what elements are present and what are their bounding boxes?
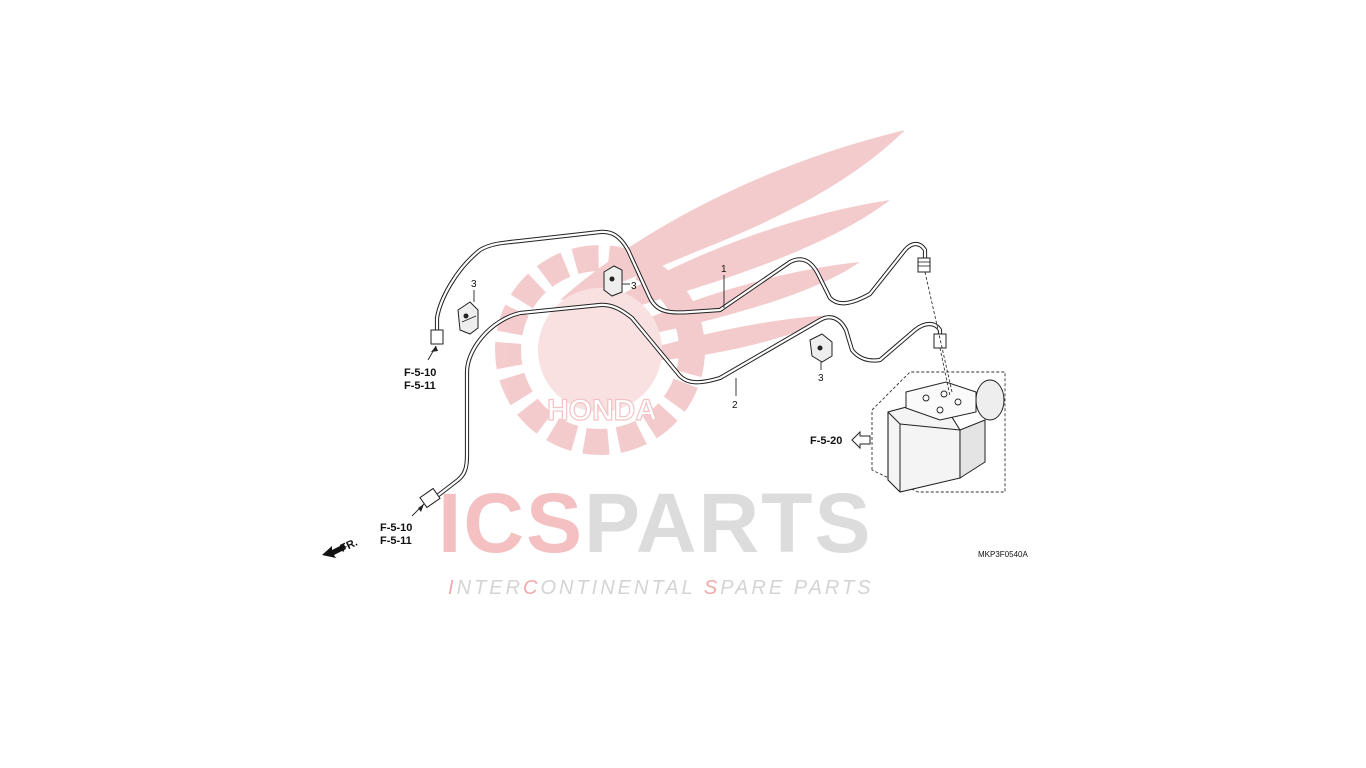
callout-1: 1	[721, 264, 727, 275]
callout-3-middle: 3	[631, 281, 637, 292]
pipe2-left-fitting	[419, 487, 441, 509]
pipe1-left-fitting	[430, 329, 444, 345]
front-direction-arrow-icon	[322, 544, 346, 558]
emblem-text: HONDA	[547, 394, 657, 427]
pipe1-right-fitting	[917, 257, 931, 273]
honda-wing-watermark: HONDA	[495, 130, 905, 455]
pipe-clamp-middle	[603, 265, 623, 297]
front-label: FR.	[338, 537, 359, 555]
callout-2: 2	[732, 400, 738, 411]
brand-ics: ICS	[438, 476, 584, 570]
ref-arrow-icon	[851, 430, 871, 450]
diagram-code: MKP3F0540A	[978, 550, 1028, 559]
brake-pipe-1	[430, 229, 931, 345]
pipe-clamp-left	[457, 301, 479, 335]
svg-text:INTERCONTINENTAL SPARE PARTS: INTERCONTINENTAL SPARE PARTS	[448, 577, 874, 599]
pipe-clamp-right	[809, 333, 833, 363]
abs-modulator	[871, 371, 1006, 493]
ics-tagline: INTERCONTINENTAL SPARE PARTS	[448, 577, 874, 599]
callout-3-left: 3	[471, 279, 477, 290]
pipe2-right-fitting	[933, 333, 947, 349]
ics-logo: ICSPARTS	[438, 476, 873, 570]
brake-pipe-2	[419, 302, 947, 509]
ref-bottom-left-2: F-5-11	[380, 535, 412, 547]
ref-top-left-1: F-5-10	[404, 367, 436, 379]
ref-bottom-left-1: F-5-10	[380, 522, 412, 534]
ref-modulator: F-5-20	[810, 435, 842, 447]
callout-3-right: 3	[818, 373, 824, 384]
brand-parts: PARTS	[584, 476, 872, 570]
ref-top-left-2: F-5-11	[404, 380, 436, 392]
svg-text:ICSPARTS: ICSPARTS	[438, 476, 873, 570]
